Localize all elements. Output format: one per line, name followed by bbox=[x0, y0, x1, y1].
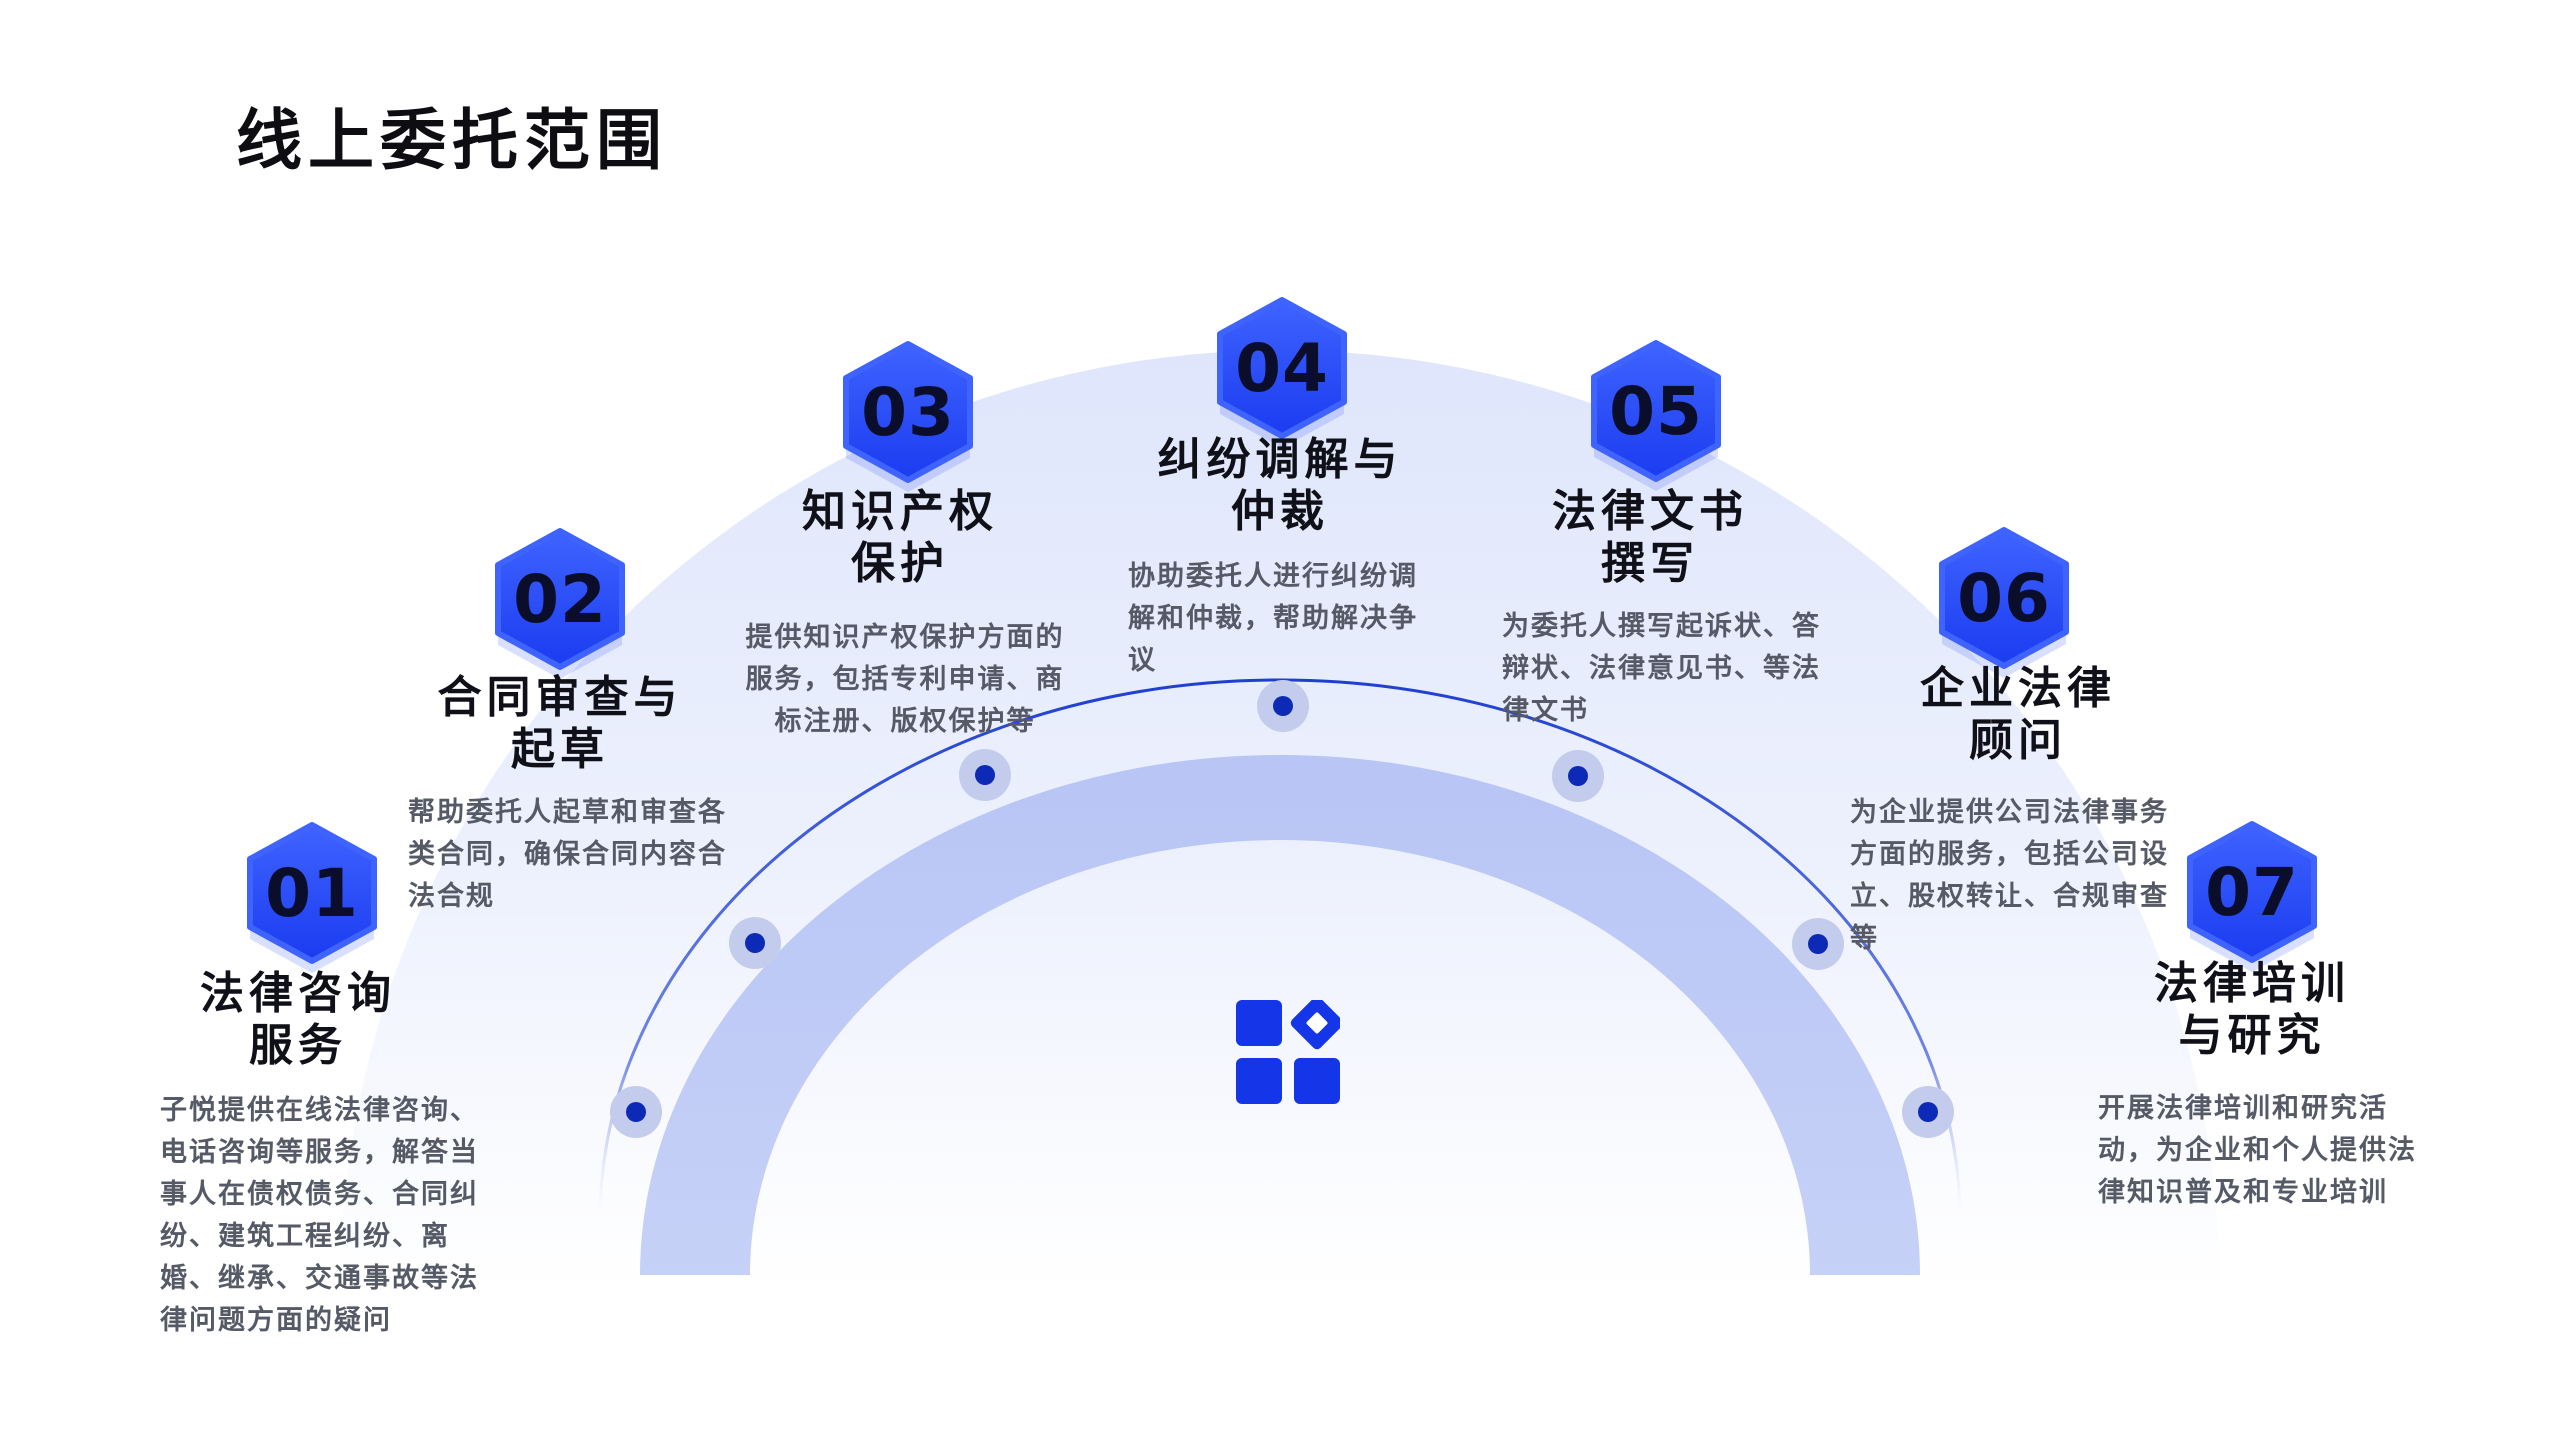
connector-arc bbox=[598, 678, 1962, 1221]
item-title: 法律文书撰写 bbox=[1552, 486, 1748, 590]
connector-dot bbox=[1273, 696, 1293, 716]
item-description: 帮助委托人起草和审查各类合同，确保合同内容合法合规 bbox=[408, 797, 727, 912]
connector-dot bbox=[626, 1102, 646, 1122]
item-number: 01 bbox=[265, 854, 359, 932]
item-description: 开展法律培训和研究活动，为企业和个人提供法律知识普及和专业培训 bbox=[2098, 1093, 2417, 1208]
inner-arch-band bbox=[640, 755, 1920, 1275]
item-number: 02 bbox=[513, 560, 607, 638]
item-title: 合同审查与起草 bbox=[438, 672, 683, 776]
page-title: 线上委托范围 bbox=[236, 102, 668, 179]
connector-dot bbox=[1808, 934, 1828, 954]
item-number: 06 bbox=[1957, 559, 2051, 637]
item-description: 为委托人撰写起诉状、答辩状、法律意见书、等法律文书 bbox=[1502, 611, 1821, 726]
hexagon-badge-03: 03 bbox=[843, 341, 973, 492]
hexagon-badge-05: 05 bbox=[1591, 340, 1721, 491]
item-title-line: 顾问 bbox=[1969, 715, 2067, 766]
item-description: 为企业提供公司法律事务方面的服务，包括公司设立、股权转让、合规审查等 bbox=[1850, 797, 2169, 954]
hexagon-badge-04: 04 bbox=[1217, 297, 1347, 448]
connector-dot bbox=[1568, 766, 1588, 786]
item-title: 知识产权保护 bbox=[802, 486, 998, 590]
item-title-line: 知识产权 bbox=[802, 486, 998, 537]
apps-grid-icon bbox=[1236, 996, 1344, 1104]
hexagon-badge-06: 06 bbox=[1939, 527, 2069, 678]
hexagon-badge-02: 02 bbox=[495, 528, 625, 679]
item-title-line: 起草 bbox=[511, 724, 609, 775]
item-title: 法律培训与研究 bbox=[2154, 958, 2350, 1062]
item-title: 纠纷调解与仲裁 bbox=[1158, 434, 1403, 538]
item-title-line: 撰写 bbox=[1601, 538, 1699, 589]
connector-dot bbox=[745, 933, 765, 953]
item-title-line: 仲裁 bbox=[1231, 486, 1329, 537]
item-title-line: 与研究 bbox=[2178, 1010, 2326, 1061]
item-description: 协助委托人进行纠纷调解和仲裁，帮助解决争议 bbox=[1128, 561, 1418, 676]
item-title: 法律咨询服务 bbox=[200, 968, 396, 1072]
connector-dots bbox=[610, 680, 1954, 1138]
item-title: 企业法律顾问 bbox=[1920, 663, 2116, 767]
item-title-line: 服务 bbox=[249, 1020, 347, 1071]
hexagon-badge-07: 07 bbox=[2187, 821, 2317, 972]
item-title-line: 企业法律 bbox=[1920, 663, 2116, 714]
hexagon-badge-01: 01 bbox=[247, 822, 377, 973]
item-number: 07 bbox=[2205, 853, 2299, 931]
item-number: 03 bbox=[861, 373, 955, 451]
item-title-line: 保护 bbox=[851, 538, 949, 589]
connector-dot bbox=[975, 765, 995, 785]
item-description: 子悦提供在线法律咨询、电话咨询等服务，解答当事人在债权债务、合同纠纷、建筑工程纠… bbox=[160, 1095, 479, 1336]
item-title-line: 法律咨询 bbox=[200, 968, 396, 1019]
item-title-line: 纠纷调解与 bbox=[1157, 434, 1403, 485]
item-number: 05 bbox=[1609, 372, 1703, 450]
item-number: 04 bbox=[1235, 329, 1329, 407]
item-description: 提供知识产权保护方面的服务，包括专利申请、商标注册、版权保护等 bbox=[745, 622, 1065, 737]
connector-dot bbox=[1918, 1102, 1938, 1122]
item-title-line: 合同审查与 bbox=[437, 672, 683, 723]
item-title-line: 法律文书 bbox=[1552, 486, 1748, 537]
item-title-line: 法律培训 bbox=[2154, 958, 2350, 1009]
